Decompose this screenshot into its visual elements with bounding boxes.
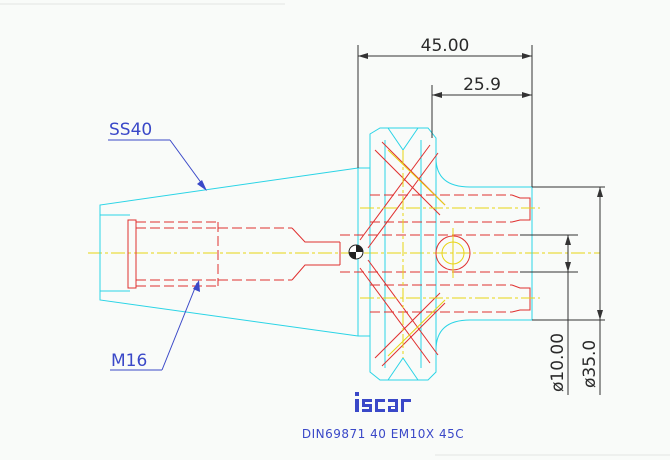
brand-logo-text: iscar: [382, 418, 385, 421]
overall-length-label: 45.00: [421, 36, 470, 56]
brand-logo: iscar: [355, 392, 411, 421]
dimension-bore-diameter: ø10.00: [520, 234, 578, 395]
outer-diameter-label: ø35.0: [580, 340, 600, 388]
bore-diameter-label: ø10.00: [548, 333, 568, 392]
flange: [357, 127, 437, 381]
aux-centerlines: [360, 149, 540, 358]
taper-callout-label: SS40: [109, 120, 152, 140]
dimension-outer-diameter: ø35.0: [532, 186, 605, 395]
dimension-overall-length: 45.00: [357, 36, 533, 187]
balance-point-symbol: [348, 244, 364, 260]
pocket-length-label: 25.9: [463, 75, 501, 95]
part-designation: DIN69871 40 EM10X 45C: [302, 427, 464, 441]
dimension-pocket-length: 25.9: [431, 75, 532, 138]
callout-thread: M16: [110, 280, 200, 371]
callout-taper: SS40: [108, 120, 207, 191]
taper-shank: [99, 167, 359, 337]
thread-callout-label: M16: [111, 351, 147, 371]
